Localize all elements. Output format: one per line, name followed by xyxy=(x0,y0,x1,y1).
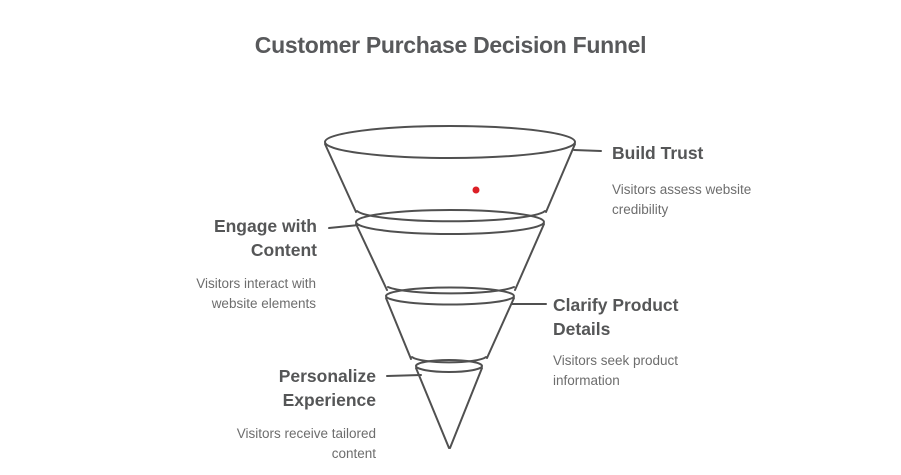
page-title: Customer Purchase Decision Funnel xyxy=(254,32,647,58)
funnel-seam-rim-1 xyxy=(355,209,545,235)
connector-line-personalize-experience xyxy=(386,374,422,377)
funnel-section-clarify-product-details xyxy=(385,286,515,364)
funnel-section-build-trust xyxy=(324,125,576,223)
stage-label-personalize-experience: Personalize Experience xyxy=(278,366,376,410)
stage-label-engage-with-content: Engage with Content xyxy=(213,216,317,260)
red-marker-dot xyxy=(472,186,480,194)
stage-description-engage-with-content: Visitors interact with website elements xyxy=(196,276,316,311)
stage-description-build-trust: Visitors assess website credibility xyxy=(612,182,752,217)
funnel-top-rim xyxy=(324,125,576,159)
funnel-section-engage-with-content xyxy=(355,209,545,295)
connector-line-engage-with-content xyxy=(328,224,360,229)
funnel-seam-rim-3 xyxy=(415,359,483,373)
stage-description-clarify-product-details: Visitors seek product information xyxy=(553,353,679,388)
connector-line-build-trust xyxy=(573,149,602,152)
stage-label-build-trust: Build Trust xyxy=(612,143,704,163)
funnel-seam-rim-2 xyxy=(385,286,515,306)
stage-label-clarify-product-details: Clarify Product Details xyxy=(553,295,679,339)
stage-description-personalize-experience: Visitors receive tailored content xyxy=(236,426,376,461)
funnel-section-personalize-experience xyxy=(415,359,483,449)
